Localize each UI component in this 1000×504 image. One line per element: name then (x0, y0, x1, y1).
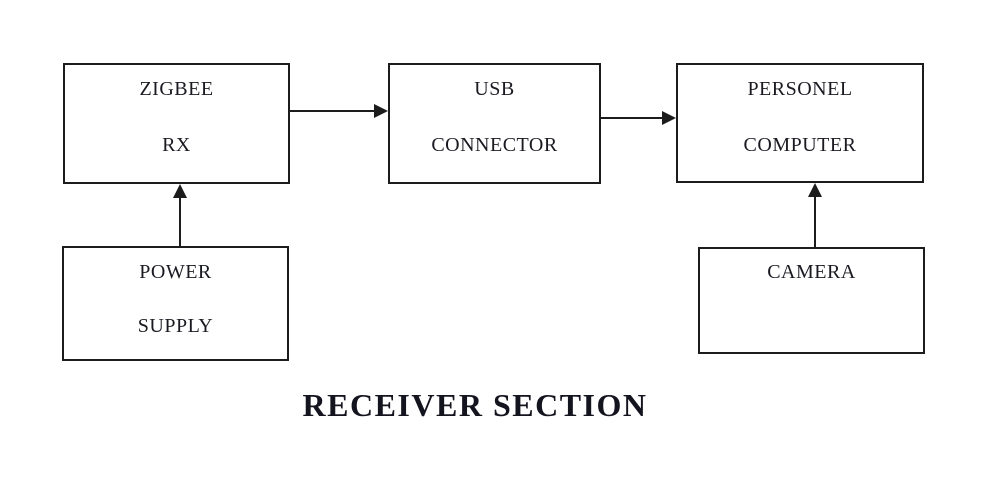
block-power-supply-label-line2: SUPPLY (137, 315, 214, 337)
block-zigbee-rx-label-line1: ZIGBEE (139, 78, 214, 100)
arrow-zigbee-to-usb-arrowhead-icon (374, 104, 388, 118)
block-zigbee-rx-label-line2: RX (162, 134, 191, 156)
block-personal-computer: PERSONEL COMPUTER (676, 63, 924, 183)
block-camera-label: CAMERA (767, 261, 856, 283)
block-power-supply: POWER SUPPLY (62, 246, 289, 361)
block-usb-connector-label-line2: CONNECTOR (431, 134, 558, 156)
arrow-usb-to-pc-arrowhead-icon (662, 111, 676, 125)
arrow-power-to-zigbee-line (179, 196, 181, 246)
arrow-camera-to-pc-arrowhead-icon (808, 183, 822, 197)
block-power-supply-label-line1: POWER (139, 261, 212, 283)
block-personal-computer-label-line1: PERSONEL (747, 78, 853, 100)
arrow-power-to-zigbee-arrowhead-icon (173, 184, 187, 198)
arrow-camera-to-pc-line (814, 195, 816, 247)
arrow-usb-to-pc-line (601, 117, 664, 119)
block-usb-connector: USB CONNECTOR (388, 63, 601, 184)
block-usb-connector-label-line1: USB (474, 78, 515, 100)
arrow-zigbee-to-usb-line (290, 110, 376, 112)
block-zigbee-rx: ZIGBEE RX (63, 63, 290, 184)
block-camera: CAMERA (698, 247, 925, 354)
diagram-title: RECEIVER SECTION (302, 387, 648, 423)
block-personal-computer-label-line2: COMPUTER (743, 134, 857, 156)
